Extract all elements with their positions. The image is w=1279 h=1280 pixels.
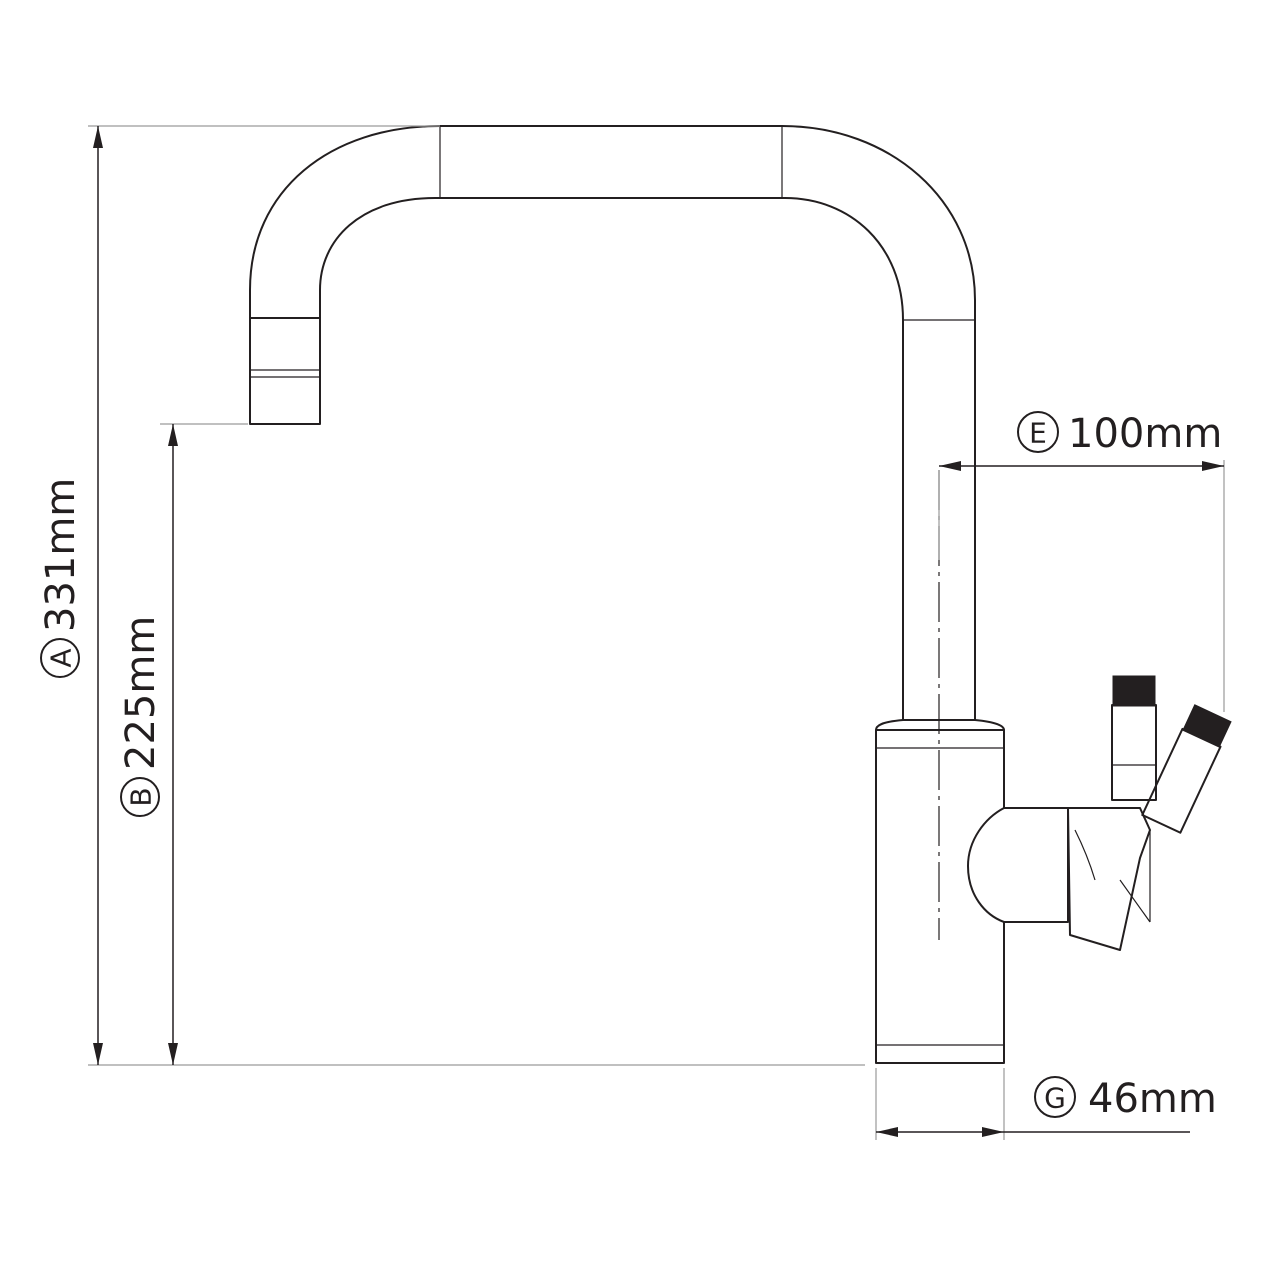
dimension-g: G 46mm — [875, 1068, 1217, 1140]
dimension-a-badge — [40, 638, 80, 678]
dimension-e-letter: E — [1029, 417, 1047, 450]
dimension-e: E 100mm — [938, 411, 1225, 712]
dimension-e-value: 100mm — [1068, 411, 1222, 457]
dimension-b-badge — [120, 777, 160, 817]
dimension-a-value: 331mm — [38, 478, 84, 632]
dimension-e-badge — [1017, 411, 1059, 453]
dimension-g-badge — [1034, 1076, 1076, 1118]
side-handle — [967, 675, 1232, 951]
dimension-g-letter: G — [1044, 1082, 1066, 1115]
dimension-g-value: 46mm — [1088, 1076, 1217, 1122]
dimension-a-letter: A — [45, 648, 78, 667]
dimension-b-letter: B — [125, 787, 158, 806]
dimension-b-value: 225mm — [118, 616, 164, 770]
dimension-a: A 331mm — [38, 125, 865, 1066]
dimension-b: B 225mm — [118, 423, 248, 1065]
spout — [249, 125, 976, 721]
faucet-body — [875, 719, 1005, 1064]
